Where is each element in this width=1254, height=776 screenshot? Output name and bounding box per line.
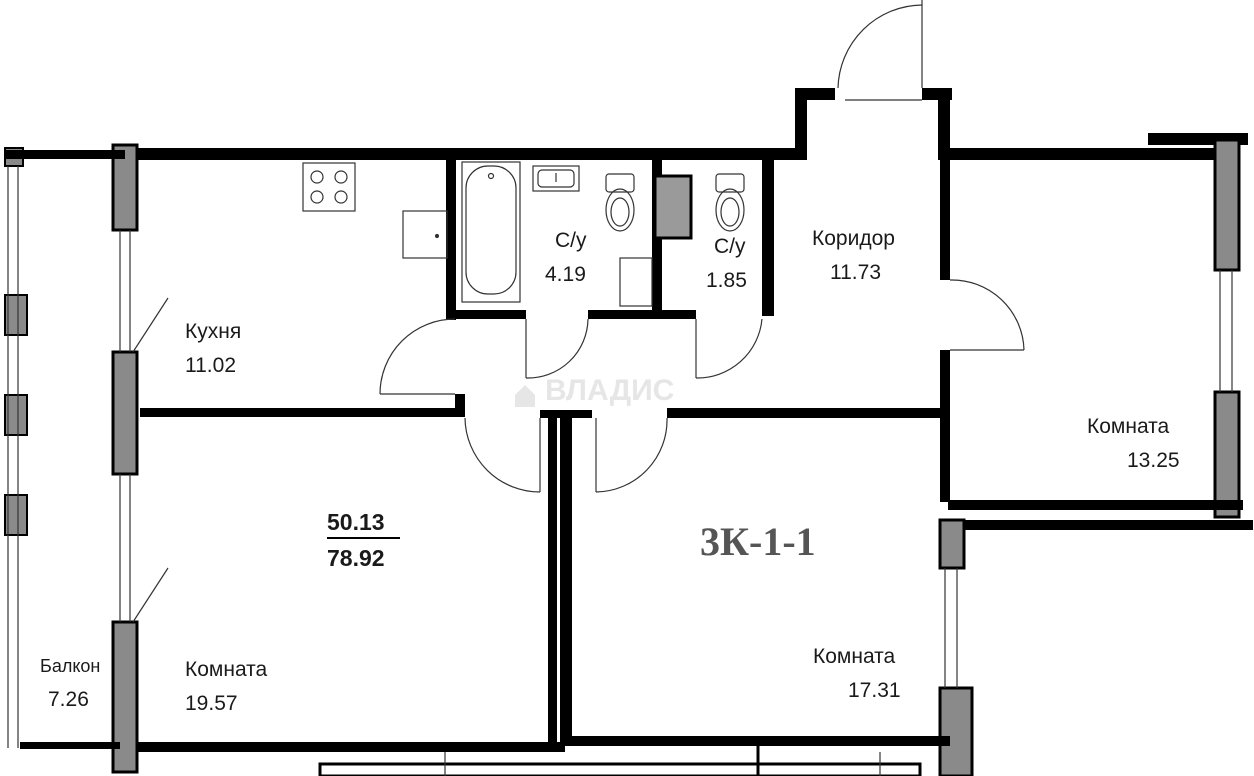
room-left-area: 19.57: [185, 692, 238, 715]
walls: [4, 88, 1253, 776]
balcony-area: 7.26: [48, 688, 89, 711]
room-center-area: 17.31: [848, 679, 901, 702]
fixtures: [302, 161, 745, 307]
bath2-area: 1.85: [706, 269, 747, 292]
kitchen-area: 11.02: [185, 354, 236, 377]
thin-lines: [7, 0, 1233, 776]
apartment-code: 3К-1-1: [700, 519, 816, 564]
living-area: 50.13: [327, 509, 385, 535]
bath1-area: 4.19: [545, 263, 586, 286]
room-center-name: Комната: [813, 645, 896, 668]
bathtub-icon: [461, 161, 521, 303]
room-right-name: Комната: [1087, 415, 1170, 438]
washbasin-icon: [532, 165, 580, 192]
sink-icon: [402, 210, 448, 259]
total-area: 78.92: [327, 545, 385, 571]
area-summary: 50.13 78.92: [327, 509, 400, 571]
toilet-icon: [715, 173, 745, 232]
toilet-icon: [605, 173, 635, 232]
corridor-name: Коридор: [812, 227, 895, 250]
room-labels: Кухня 11.02 С/у 4.19 С/у 1.85 Коридор 11…: [40, 227, 1180, 715]
watermark: ВЛАДИС: [515, 374, 674, 407]
room-right-area: 13.25: [1127, 449, 1180, 472]
corridor-area: 11.73: [830, 261, 881, 284]
kitchen-name: Кухня: [185, 320, 241, 343]
bath2-name: С/у: [714, 235, 746, 258]
room-left-name: Комната: [185, 658, 268, 681]
balcony-name: Балкон: [40, 656, 100, 676]
bath1-name: С/у: [555, 229, 587, 252]
stove-icon: [302, 162, 356, 212]
watermark-text: ВЛАДИС: [545, 374, 674, 407]
washer-icon: [619, 257, 653, 307]
